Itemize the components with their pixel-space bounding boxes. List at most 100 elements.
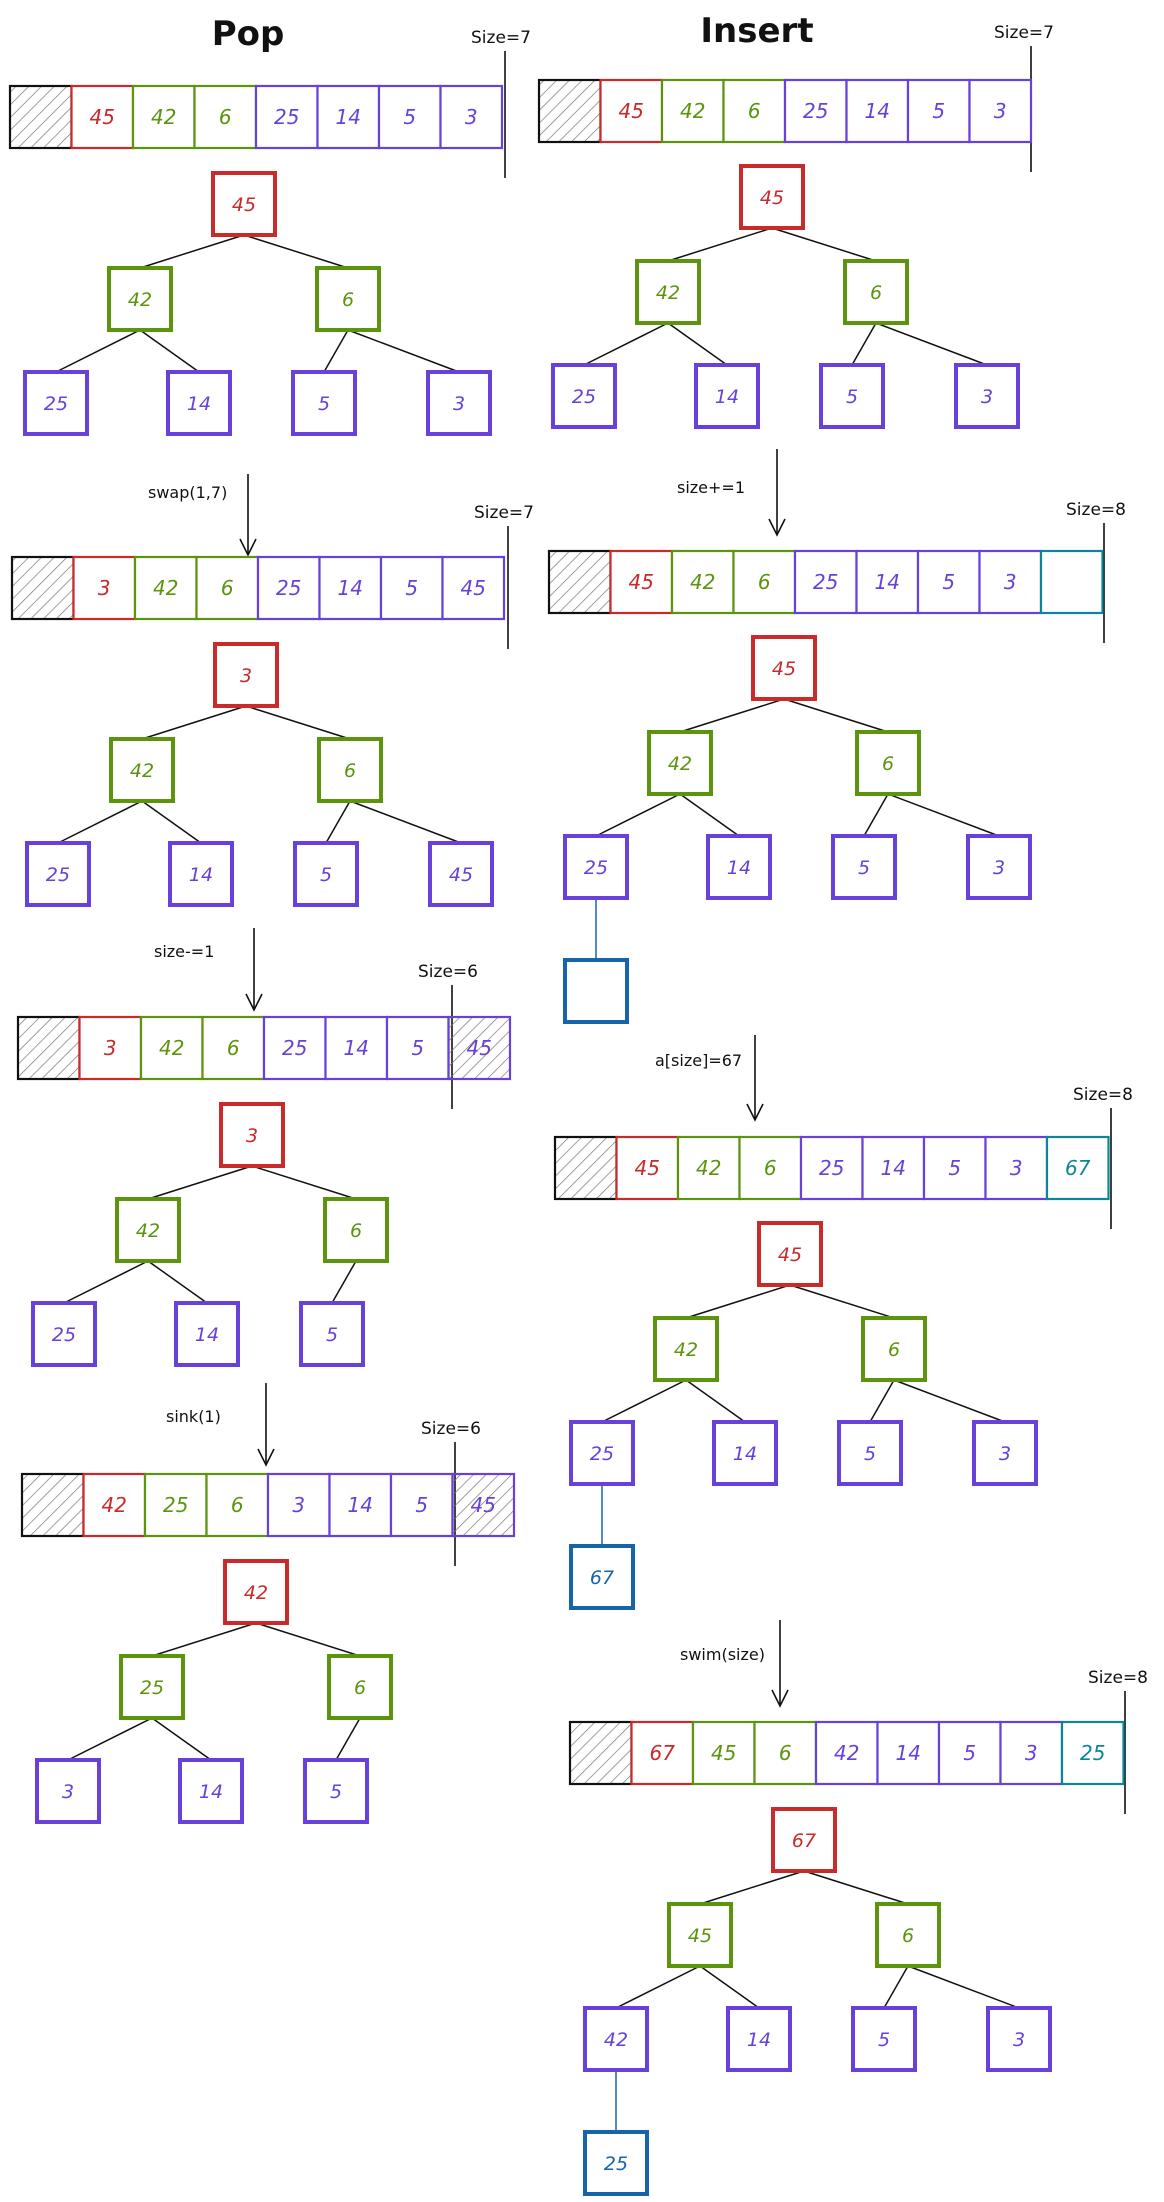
node-value: 42	[136, 1220, 160, 1242]
tree-node: 25	[563, 834, 629, 900]
node-box	[109, 737, 175, 803]
node-box	[954, 363, 1020, 429]
tree-edge	[699, 1870, 805, 1905]
cell-value: 6	[779, 1741, 792, 1765]
cell-box	[385, 1015, 450, 1081]
tree-node: 6	[855, 730, 921, 796]
cell-box	[599, 78, 664, 144]
pop-title: Pop	[212, 14, 285, 54]
node-box	[563, 958, 629, 1024]
node-box	[647, 730, 713, 796]
array-cell: 3	[266, 1472, 331, 1538]
node-box	[751, 635, 817, 701]
tree-node: 5	[303, 1758, 369, 1824]
cell-box	[630, 1720, 695, 1786]
cell-box	[328, 1472, 393, 1538]
tree-node: 14	[726, 2006, 792, 2072]
node-box	[293, 841, 359, 907]
cell-box	[916, 549, 981, 615]
array-cell-unused	[10, 555, 75, 621]
tree-edge	[803, 1870, 909, 1905]
tree-node: 5	[291, 370, 357, 436]
cell-value: 45	[90, 105, 115, 129]
array-cell-unused	[8, 84, 73, 150]
tree-node: 3	[219, 1102, 285, 1168]
tree-edge	[63, 1260, 149, 1304]
tree-node: 3	[986, 2006, 1052, 2072]
array-cell: 25	[793, 549, 858, 615]
array-cell: 3	[72, 555, 137, 621]
size-label: Size=7	[474, 503, 534, 523]
cell-box	[451, 1472, 516, 1538]
cell-box	[814, 1720, 879, 1786]
tree-edge	[139, 234, 245, 269]
cell-box	[978, 549, 1043, 615]
node-value: 14	[733, 1443, 757, 1465]
tree-node: 14	[178, 1758, 244, 1824]
array-cell: 67	[630, 1720, 695, 1786]
node-box	[569, 1544, 635, 1610]
node-value: 6	[888, 1339, 900, 1361]
cell-box	[16, 1015, 81, 1081]
cell-value: 45	[635, 1156, 660, 1180]
array-cell: 5	[385, 1015, 450, 1081]
tree-edge	[323, 329, 349, 373]
cell-value: 5	[405, 576, 418, 600]
cell-value: 14	[336, 105, 361, 129]
cell-value: 3	[1010, 1156, 1023, 1180]
tree-node: 14	[174, 1301, 240, 1367]
arrow-head-icon	[771, 1689, 789, 1708]
tree-node: 67	[771, 1807, 837, 1873]
node-value: 6	[902, 1925, 914, 1947]
node-value: 3	[246, 1125, 258, 1147]
cell-value: 14	[344, 1036, 369, 1060]
node-box	[327, 1654, 393, 1720]
size-label: Size=8	[1073, 1085, 1133, 1105]
node-box	[213, 642, 279, 708]
node-value: 42	[668, 753, 692, 775]
cell-box	[205, 1472, 270, 1538]
tree-edge	[255, 1622, 361, 1657]
array-cell: 45	[599, 78, 664, 144]
node-value: 14	[187, 393, 211, 415]
tree-edge	[595, 793, 681, 837]
node-value: 6	[350, 1220, 362, 1242]
tree-node: 5	[293, 841, 359, 907]
node-box	[25, 841, 91, 907]
cell-value: 67	[650, 1741, 676, 1765]
cell-box	[266, 1472, 331, 1538]
cell-value: 5	[948, 1156, 961, 1180]
tree-node: 45	[211, 171, 277, 237]
array-cell: 45	[609, 549, 674, 615]
node-value: 25	[590, 1443, 614, 1465]
cell-value: 67	[1065, 1156, 1091, 1180]
tree-node: 3	[426, 370, 492, 436]
array-cell: 25	[783, 78, 848, 144]
node-value: 45	[232, 194, 256, 216]
tree-node: 6	[323, 1197, 389, 1263]
cell-value: 5	[963, 1741, 976, 1765]
array-cell: 42	[660, 78, 725, 144]
tree-edge	[583, 322, 669, 366]
cell-box	[537, 78, 602, 144]
arrow-head-icon	[239, 538, 257, 557]
tree-node: 45	[667, 1902, 733, 1968]
arrow-head-icon	[768, 518, 786, 537]
tree-edge	[151, 1622, 257, 1657]
node-value: 42	[128, 289, 152, 311]
node-box	[563, 834, 629, 900]
tree-edge	[883, 1965, 909, 2009]
node-value: 25	[52, 1324, 76, 1346]
node-value: 25	[584, 857, 608, 879]
array-cell: 6	[201, 1015, 266, 1081]
